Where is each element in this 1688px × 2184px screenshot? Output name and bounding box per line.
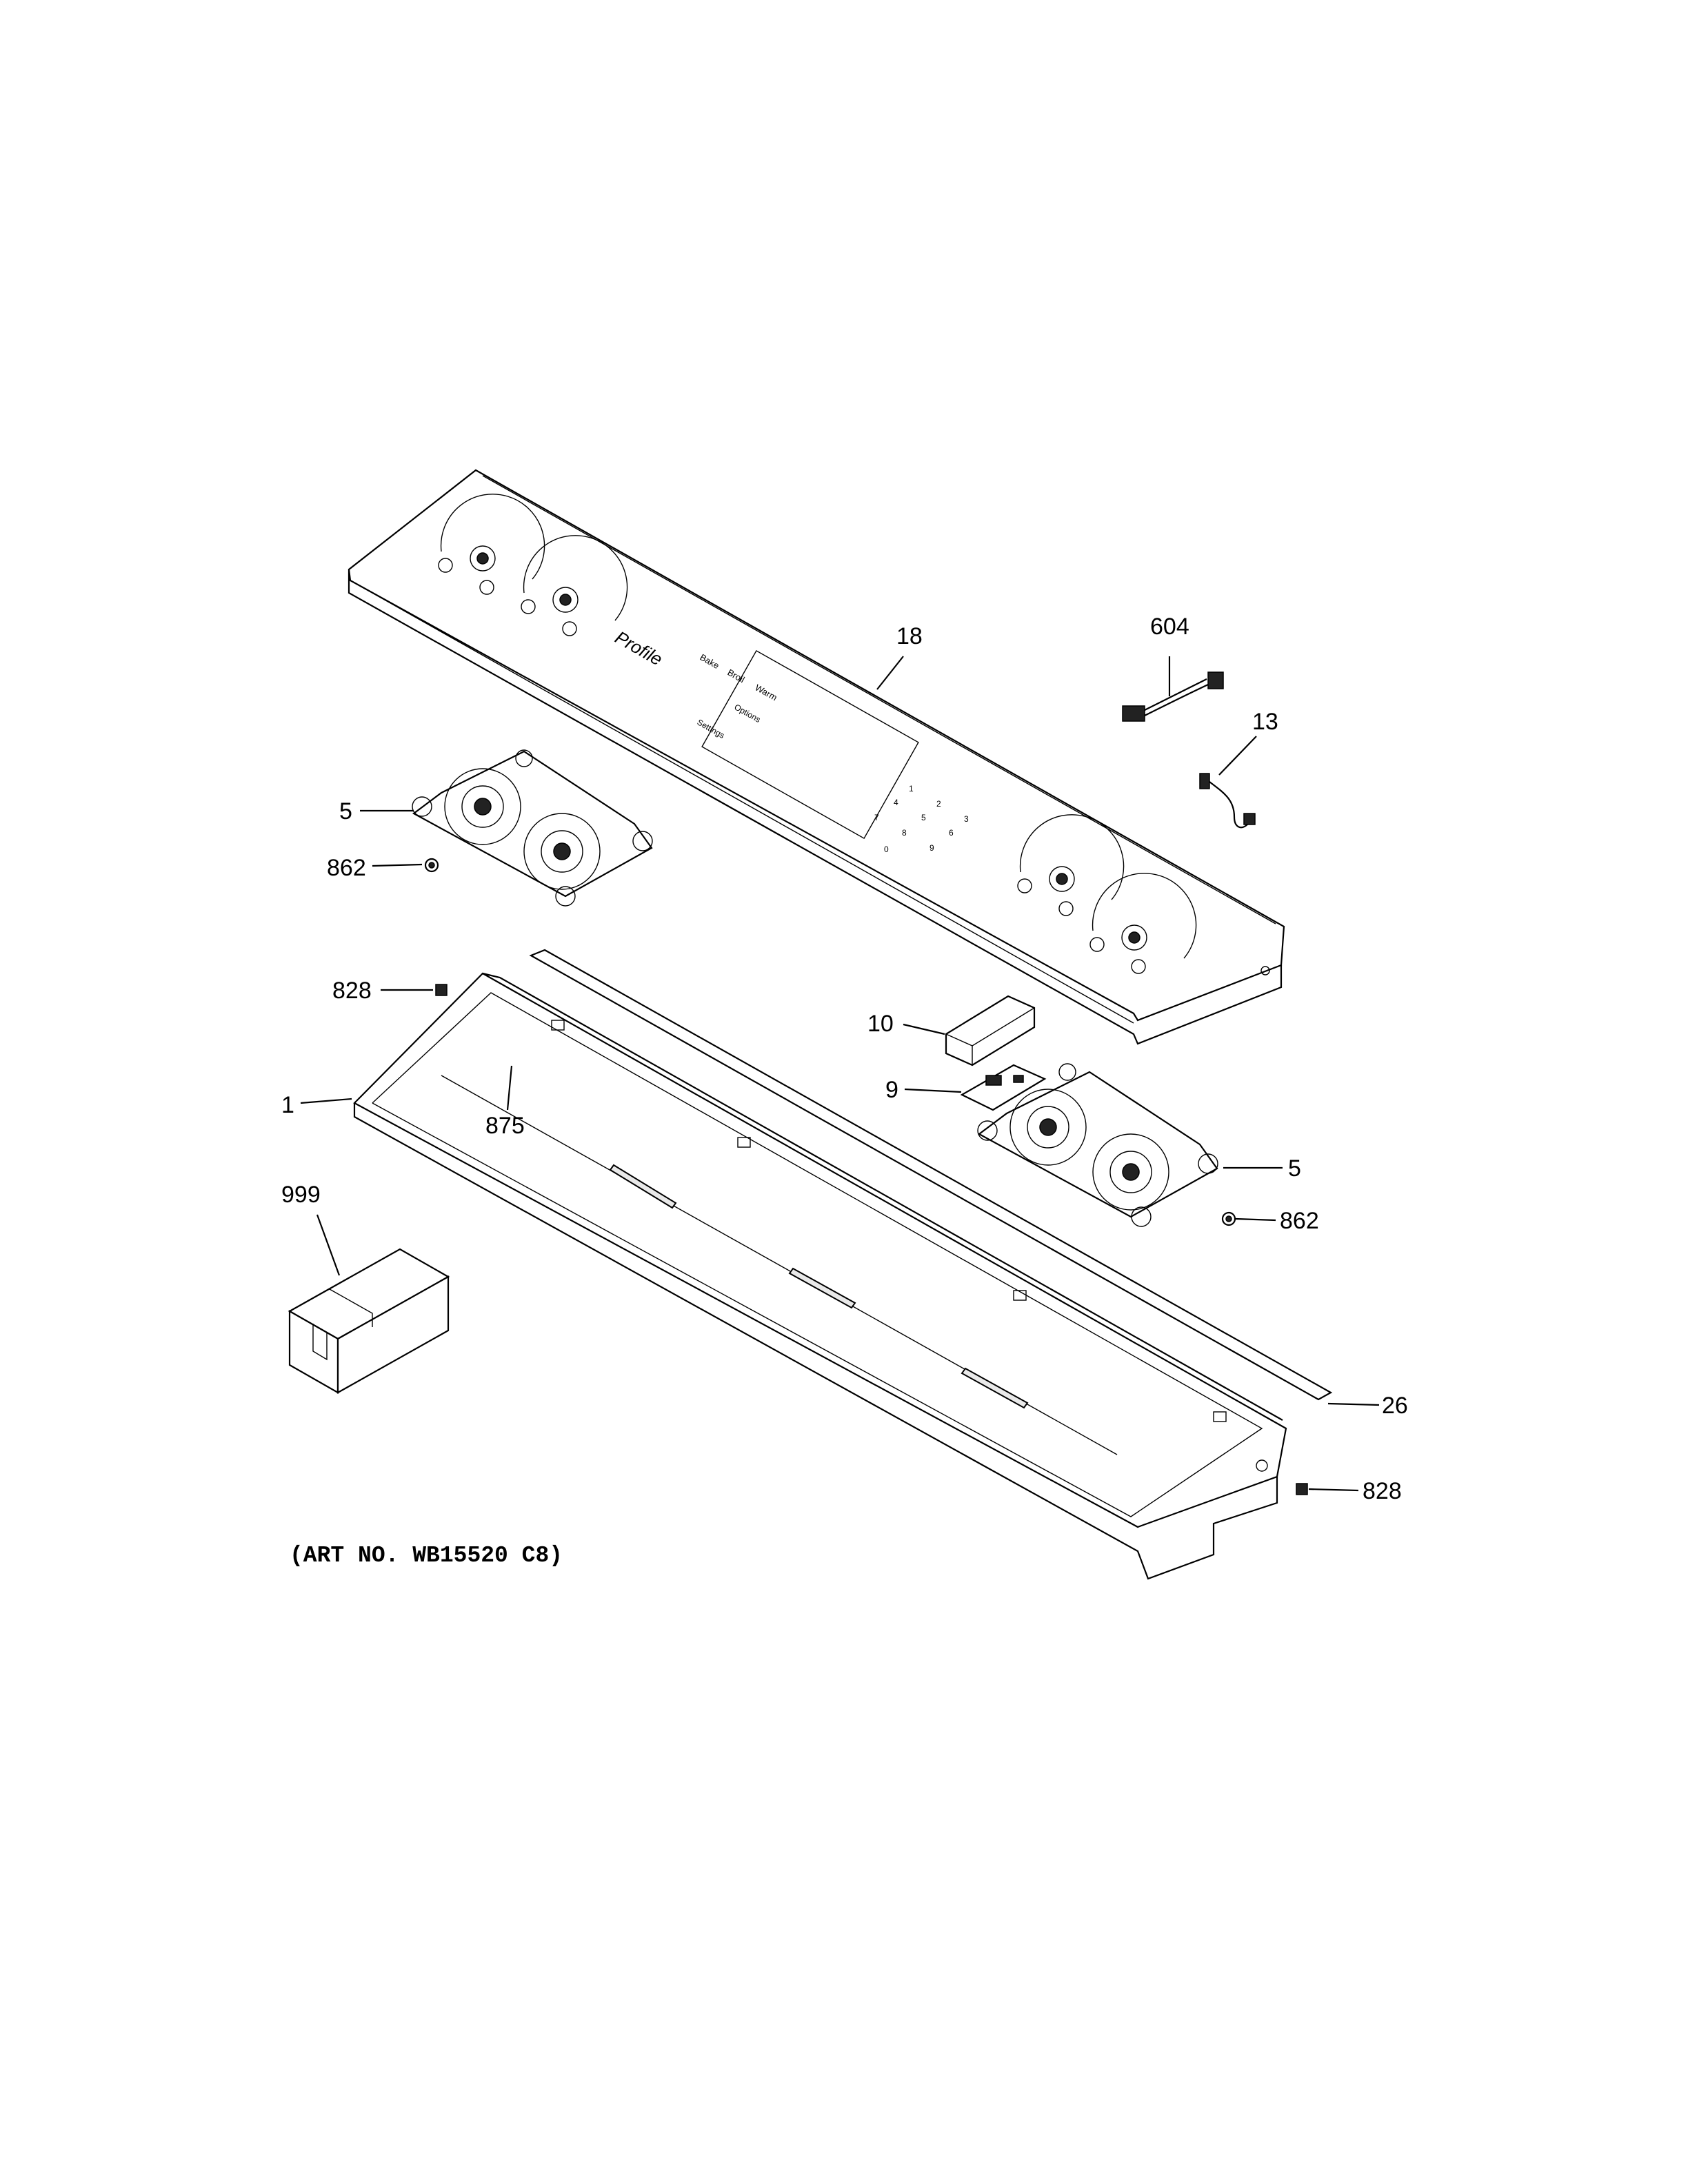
callout-828-left: 828	[332, 978, 372, 1004]
keypad-key: 1	[909, 784, 914, 793]
panel-dial-left-front	[521, 535, 628, 636]
callout-999: 999	[281, 1182, 321, 1208]
keypad-key: 4	[894, 798, 898, 807]
panel-dial-right-front	[1089, 873, 1197, 974]
callout-862-left: 862	[327, 855, 366, 881]
art-number-caption: (ART NO. WB15520 C8)	[290, 1543, 563, 1568]
callout-9: 9	[885, 1077, 898, 1103]
screw-part-862-left	[424, 858, 439, 873]
callout-26: 26	[1382, 1393, 1408, 1419]
callout-10: 10	[867, 1011, 894, 1037]
keypad-key: 5	[921, 813, 926, 822]
keypad-key: 0	[884, 845, 889, 854]
keypad-key: 6	[949, 828, 954, 838]
panel-keypad: 1 2 3 4 5 6 7 8 9 0	[874, 784, 969, 854]
screw-part-828-right	[1296, 1483, 1308, 1495]
keypad-key: 8	[902, 828, 907, 838]
keypad-key: 9	[930, 843, 934, 853]
callout-604: 604	[1150, 614, 1189, 640]
callout-5-left: 5	[339, 798, 352, 825]
trim-strip-part-26	[529, 949, 1333, 1401]
leader-lines	[300, 656, 1380, 1492]
burner-control-housing-left-part-5	[412, 749, 653, 907]
keypad-key: 3	[964, 814, 969, 824]
wire-harness-part-604	[1122, 671, 1224, 722]
callout-1: 1	[281, 1092, 294, 1118]
panel-dial-right-rear	[1017, 814, 1125, 916]
callout-875: 875	[485, 1113, 525, 1139]
keypad-key: 7	[874, 813, 879, 822]
wire-harness-part-13	[1199, 773, 1256, 829]
shipping-box-part-999	[288, 1248, 450, 1394]
callout-13: 13	[1252, 709, 1278, 735]
callout-828-right: 828	[1363, 1478, 1402, 1504]
backguard-frame-part-1	[353, 972, 1287, 1580]
circuit-board-part-9	[960, 1064, 1047, 1111]
callout-5-right: 5	[1288, 1155, 1301, 1182]
callout-18: 18	[896, 623, 923, 649]
cover-part-10	[945, 995, 1036, 1066]
burner-control-housing-right-part-5	[977, 1063, 1218, 1227]
callout-862-right: 862	[1280, 1208, 1319, 1234]
panel-dial-left-rear	[438, 494, 545, 595]
control-panel-part-18: Profile Bake Broil Warm Options Settings…	[348, 469, 1285, 1045]
keypad-key: 2	[936, 799, 941, 809]
callout-labels: 18 604 13 5 862 828 1 875 10 9 5 862 999…	[281, 614, 1408, 1504]
screw-part-828-left	[435, 984, 448, 996]
screw-part-862-right	[1221, 1211, 1236, 1226]
